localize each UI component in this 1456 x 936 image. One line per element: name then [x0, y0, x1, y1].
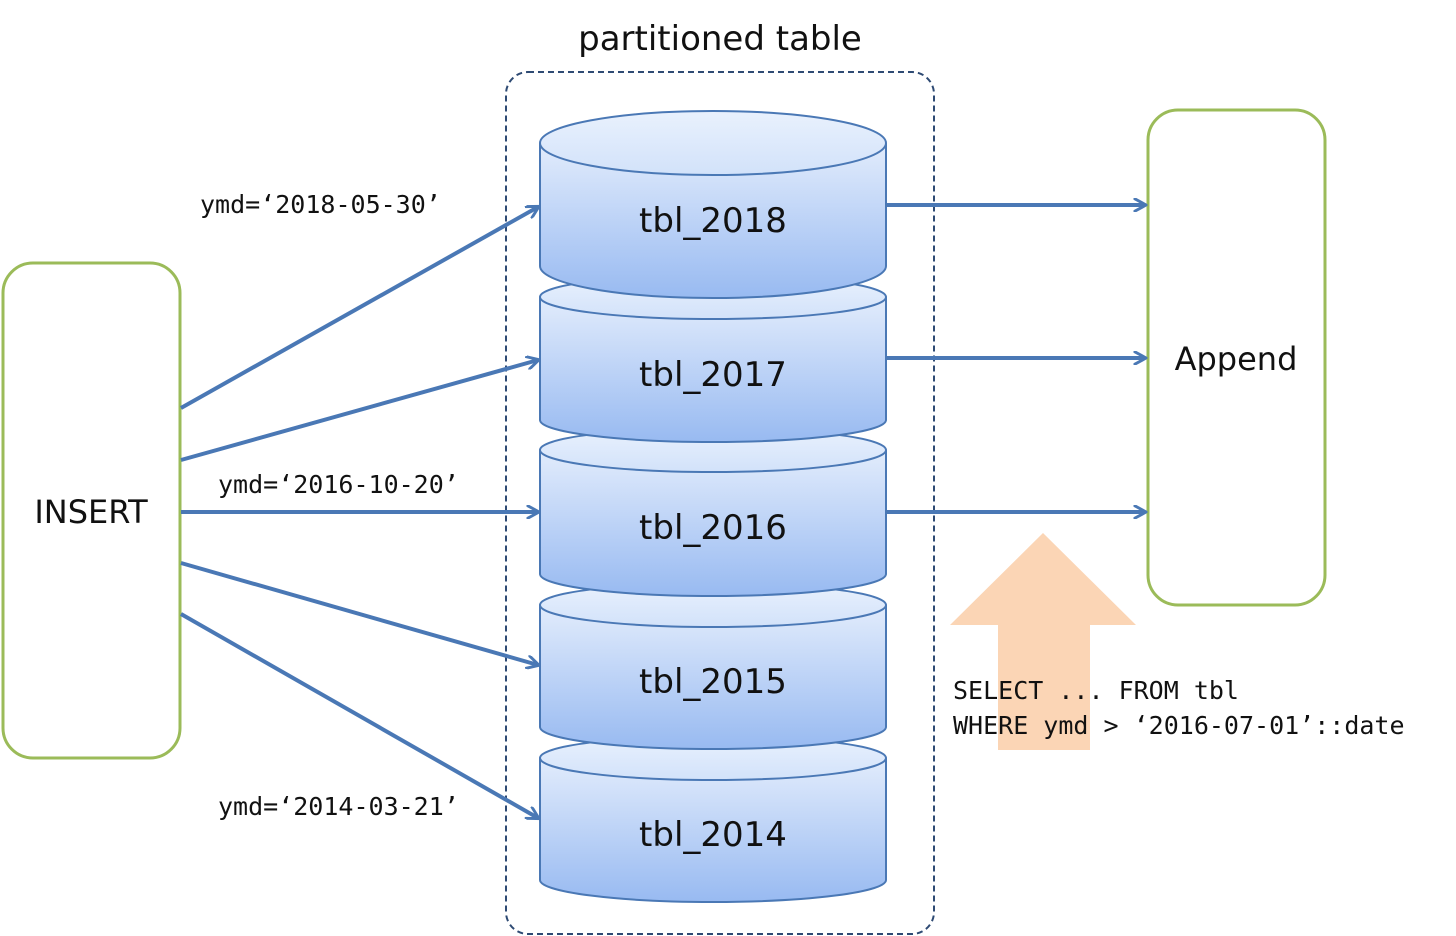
partition-label-2016: tbl_2016 [639, 508, 787, 548]
partition-cylinder-2017: tbl_2017 [539, 274, 887, 443]
insert-arrow-2018 [180, 207, 538, 410]
partitioned-table-container [505, 71, 935, 935]
highlight-up-arrow [950, 533, 1136, 750]
insert-value-label-2014: ymd=‘2014-03-21’ [218, 792, 459, 821]
append-box [1146, 108, 1327, 607]
partition-label-2017: tbl_2017 [639, 355, 787, 395]
partition-cylinder-2014: tbl_2014 [539, 735, 887, 903]
insert-arrow-2015 [180, 561, 538, 665]
diagram-title: partitioned table [578, 19, 862, 59]
partition-label-2015: tbl_2015 [639, 662, 787, 702]
insert-box [1, 261, 182, 760]
query-line-2: WHERE ymd > ‘2016-07-01’::date [953, 711, 1405, 740]
insert-value-label-2016: ymd=‘2016-10-20’ [218, 470, 459, 499]
insert-label: INSERT [34, 493, 148, 531]
append-label: Append [1175, 340, 1298, 378]
insert-value-label-2018: ymd=‘2018-05-30’ [200, 190, 441, 219]
partition-cylinder-2015: tbl_2015 [539, 582, 887, 750]
query-line-1: SELECT ... FROM tbl [953, 676, 1239, 705]
insert-arrow-2014 [180, 612, 538, 818]
partition-cylinder-2016: tbl_2016 [539, 427, 887, 597]
insert-arrow-2017 [180, 360, 538, 462]
partition-label-2018: tbl_2018 [639, 201, 787, 241]
partition-cylinder-2018: tbl_2018 [539, 110, 887, 299]
partition-label-2014: tbl_2014 [639, 815, 787, 855]
